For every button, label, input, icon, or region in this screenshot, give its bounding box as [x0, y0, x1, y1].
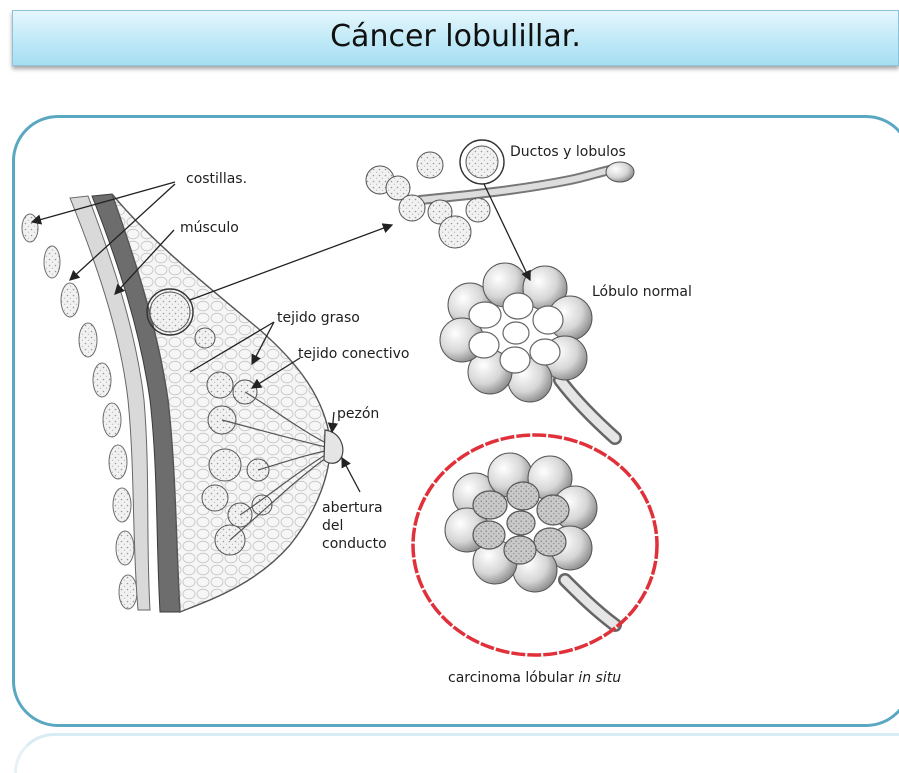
label-pezon: pezón — [337, 406, 379, 422]
label-lobulo-normal: Lóbulo normal — [592, 284, 692, 300]
label-carcinoma: carcinoma lóbular in situ — [448, 670, 621, 686]
label-musculo: músculo — [180, 220, 239, 236]
label-tejido-graso: tejido graso — [277, 310, 360, 326]
breast-cross-section — [22, 194, 343, 612]
label-abertura-3: conducto — [322, 536, 387, 552]
label-ductos-lobulos: Ductos y lobulos — [510, 144, 626, 160]
nipple — [324, 430, 343, 463]
normal-lobule-drawing — [440, 263, 615, 438]
breast-anatomy-illustration: costillas. músculo Ductos y lobulos Lóbu… — [0, 0, 899, 756]
label-abertura-1: abertura — [322, 500, 383, 516]
label-costillas: costillas. — [186, 171, 247, 187]
label-abertura-2: del — [322, 518, 343, 534]
carcinoma-lobule-drawing — [413, 435, 657, 655]
label-tejido-conectivo: tejido conectivo — [298, 346, 409, 362]
